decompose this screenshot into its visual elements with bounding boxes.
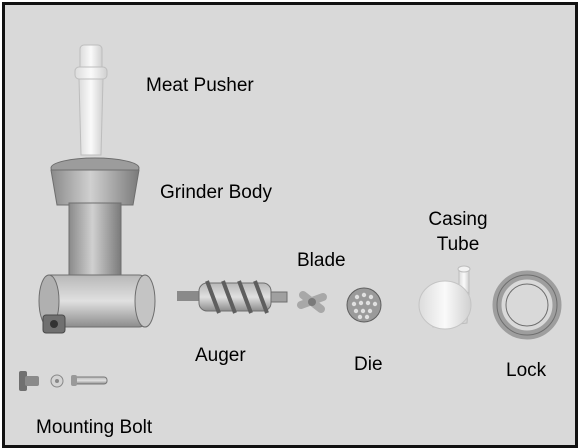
blade-part: [301, 295, 323, 309]
auger-part: [177, 281, 287, 313]
meat-pusher-part: [75, 45, 107, 155]
lock-label: Lock: [506, 361, 546, 380]
auger-label: Auger: [195, 346, 246, 365]
mounting-bolt-part: [19, 371, 107, 391]
meat-pusher-label: Meat Pusher: [146, 76, 254, 95]
casing-tube-part: [419, 266, 471, 329]
die-label: Die: [354, 355, 383, 374]
blade-label: Blade: [297, 251, 346, 270]
casing-tube-label-line2: Tube: [423, 235, 493, 254]
casing-tube-label-line1: Casing: [423, 210, 493, 229]
mounting-bolt-label: Mounting Bolt: [36, 418, 152, 437]
die-part: [347, 288, 381, 322]
grinder-body-label: Grinder Body: [160, 183, 272, 202]
lock-ring-part: [497, 275, 557, 335]
grinder-body-part: [39, 158, 155, 333]
